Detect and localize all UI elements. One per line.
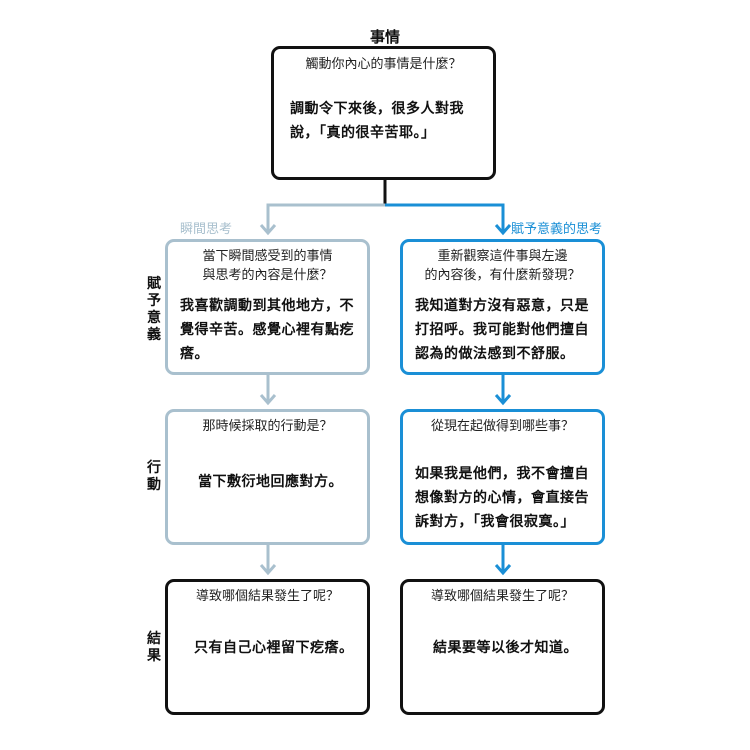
right-meaning-box: 重新觀察這件事與左邊 的內容後，有什麼新發現？ 我知道對方沒有惡意，只是 打招呼… [400,239,605,375]
right-arrow-action-result-head [494,564,512,576]
right-action-question: 從現在起做得到哪些事？ [430,419,574,434]
right-arrow-meaning-action-head [494,394,512,406]
right-meaning-answer: 我知道對方沒有惡意，只是 打招呼。我可能對他們擅自 認為的做法感到不舒服。 [415,298,589,362]
left-result-box: 導致哪個結果發生了呢？ 只有自己心裡留下疙瘩。 [165,579,370,715]
event-header: 事情 [369,28,400,46]
left-meaning-box: 當下瞬間感受到的事情 與思考的內容是什麼？ 我喜歡調動到其他地方，不 覺得辛苦。… [165,239,370,375]
row-label-result: 結 果 [147,631,161,664]
right-branch-line [385,203,505,233]
left-meaning-answer: 我喜歡調動到其他地方，不 覺得辛苦。感覺心裡有點疙 瘩。 [180,298,354,362]
left-result-answer: 只有自己心裡留下疙瘩。 [194,640,354,656]
event-box: 觸動你內心的事情是什麼？ 調動令下來後，很多人對我 說，「真的很辛苦耶。」 [271,46,496,180]
left-arrow-action-result-head [259,564,277,576]
left-action-box: 那時候採取的行動是？ 當下敷衍地回應對方。 [165,409,370,545]
event-question: 觸動你內心的事情是什麼？ [305,57,462,72]
row-label-meaning: 賦 予 意 義 [147,276,161,343]
left-branch-title: 瞬間思考 [180,222,233,237]
event-answer: 調動令下來後，很多人對我 說，「真的很辛苦耶。」 [290,101,464,141]
right-action-answer: 如果我是他們，我不會擅自 想像對方的心情，會直接告 訴對方，「我會很寂寞。」 [415,466,589,530]
right-result-question: 導致哪個結果發生了呢？ [430,589,574,604]
left-action-answer: 當下敷衍地回應對方。 [198,474,343,490]
left-branch-arrowhead [259,224,277,236]
right-result-answer: 結果要等以後才知道。 [433,640,578,656]
left-arrow-meaning-action-head [259,394,277,406]
left-result-question: 導致哪個結果發生了呢？ [195,589,339,604]
left-action-question: 那時候採取的行動是？ [202,419,333,434]
right-meaning-question: 重新觀察這件事與左邊 的內容後，有什麼新發現？ [424,249,581,283]
right-result-box: 導致哪個結果發生了呢？ 結果要等以後才知道。 [400,579,605,715]
left-meaning-question: 當下瞬間感受到的事情 與思考的內容是什麼？ [202,249,333,283]
right-action-box: 從現在起做得到哪些事？ 如果我是他們，我不會擅自 想像對方的心情，會直接告 訴對… [400,409,605,545]
row-label-action: 行 動 [147,460,161,493]
right-branch-arrowhead [494,224,512,236]
left-branch-line [266,203,385,233]
right-branch-title: 賦予意義的思考 [511,222,603,237]
